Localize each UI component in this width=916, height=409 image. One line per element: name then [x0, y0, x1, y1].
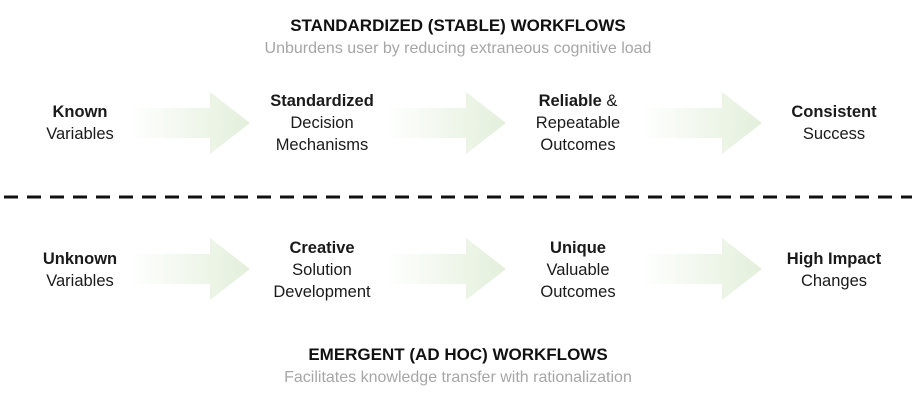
top-node-reliable-outcomes: Reliable & Repeatable Outcomes	[535, 92, 621, 154]
top-node-consistent-success: Consistent Success	[791, 103, 877, 143]
top-section-subtitle: Unburdens user by reducing extraneous co…	[264, 40, 652, 57]
gradient-right-arrow-icon	[386, 238, 506, 300]
top-node-standardized-decision: Standardized Decision Mechanisms	[270, 92, 374, 154]
top-node-known-variables: Known Variables	[46, 103, 114, 143]
bottom-node-high-impact-changes: High Impact Changes	[786, 250, 882, 290]
gradient-right-arrow-icon	[130, 92, 250, 154]
bottom-section-title: EMERGENT (AD HOC) WORKFLOWS	[308, 345, 608, 364]
gradient-right-arrow-icon	[642, 92, 762, 154]
gradient-right-arrow-icon	[386, 92, 506, 154]
bottom-node-creative-solution: Creative Solution Development	[273, 239, 371, 301]
bottom-section-subtitle: Facilitates knowledge transfer with rati…	[284, 369, 632, 386]
bottom-node-unique-outcomes: Unique Valuable Outcomes	[540, 239, 616, 301]
gradient-right-arrow-icon	[130, 238, 250, 300]
top-section-title: STANDARDIZED (STABLE) WORKFLOWS	[290, 16, 626, 35]
section-divider	[4, 195, 912, 199]
gradient-right-arrow-icon	[642, 238, 762, 300]
bottom-node-unknown-variables: Unknown Variables	[42, 250, 118, 290]
